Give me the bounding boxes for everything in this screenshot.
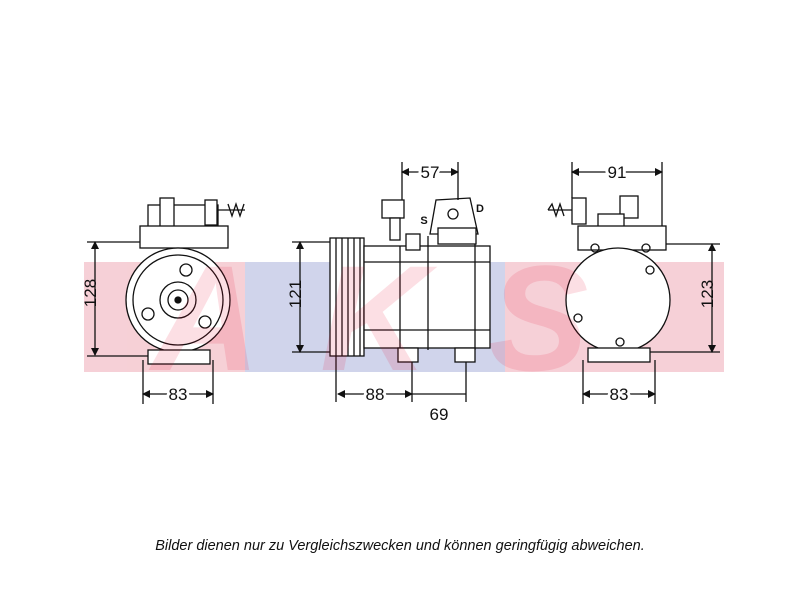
- rear-top-dim: 91: [608, 163, 627, 182]
- side-depth-dim: 88: [366, 385, 385, 404]
- front-view: [87, 197, 245, 404]
- side-view: [292, 162, 491, 402]
- side-height-dim: 121: [286, 280, 305, 308]
- disclaimer-caption: Bilder dienen nur zu Vergleichszwecken u…: [155, 538, 645, 554]
- rear-height-dim: 123: [698, 280, 717, 308]
- front-width-dim: 83: [169, 385, 188, 404]
- front-height-dim: 128: [81, 279, 100, 307]
- side-depth-dim-2: 69: [430, 405, 449, 424]
- discharge-port-label: D: [476, 203, 484, 215]
- rear-width-dim: 83: [610, 385, 629, 404]
- watermark-text: AKS: [148, 234, 649, 402]
- rear-view: [547, 162, 720, 404]
- suction-port-label: S: [420, 215, 427, 227]
- side-top-dim: 57: [421, 163, 440, 182]
